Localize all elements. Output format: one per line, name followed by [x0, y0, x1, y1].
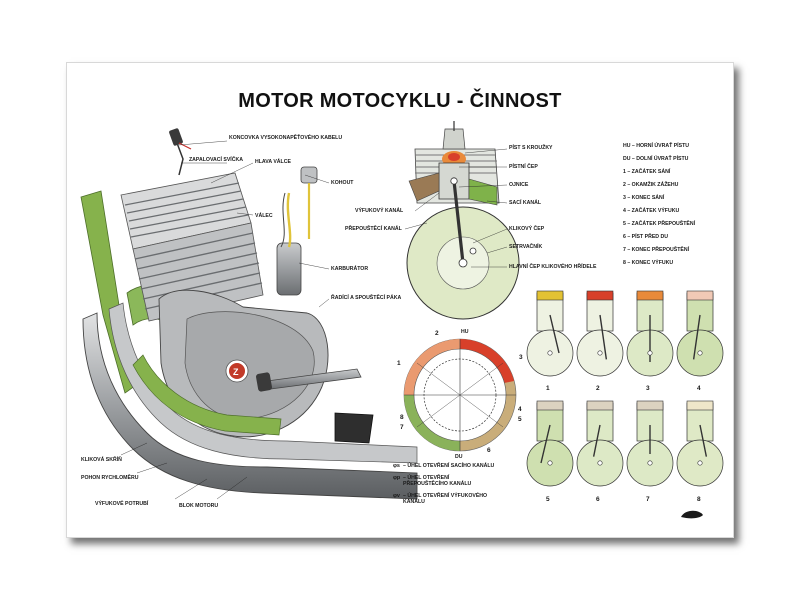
stage-label: 1 — [546, 385, 550, 392]
engine-illustration: Z — [80, 128, 418, 500]
legend-item: 8 – KONEC VÝFUKU — [623, 260, 674, 266]
stage-combustion-chamber — [586, 290, 614, 301]
engine-stage-diagram — [576, 400, 624, 487]
label-klikovy-cep: KLIKOVÝ ČEP — [509, 226, 545, 232]
stage-crank-pin — [647, 350, 653, 356]
legend-item: 2 – OKAMŽIK ZÁŽEHU — [623, 182, 679, 188]
publisher-logo — [681, 510, 703, 519]
stage-connecting-rod — [549, 314, 560, 354]
stage-combustion-chamber — [586, 400, 614, 411]
engine-stage-diagram — [526, 400, 574, 487]
legend-item: HU – HORNÍ ÚVRAŤ PÍSTU — [623, 143, 690, 149]
label-pohon: POHON RYCHLOMĚRU — [81, 475, 139, 481]
phi-p-icon: φp — [393, 475, 401, 481]
stage-combustion-chamber — [536, 290, 564, 301]
timing-num-4: 4 — [518, 406, 522, 413]
label-hlavni-cep: HLAVNÍ ČEP KLIKOVÉHO HŘÍDELE — [509, 264, 597, 270]
stage-grid — [526, 290, 724, 487]
label-paka: ŘADÍCÍ A SPOUŠTĚCÍ PÁKA — [331, 295, 402, 301]
label-klikova-skrin: KLIKOVÁ SKŘÍŇ — [81, 457, 122, 463]
stage-connecting-rod — [599, 314, 608, 360]
timing-hu-label: HU — [461, 329, 469, 335]
legend-item: 5 – ZAČÁTEK PŘEPOUŠTĚNÍ — [623, 221, 696, 227]
stage-combustion-chamber — [686, 400, 714, 411]
phi-v-icon: φv — [393, 493, 400, 499]
stage-label: 3 — [646, 385, 650, 392]
stage-connecting-rod — [540, 424, 551, 464]
timing-num-3: 3 — [519, 354, 523, 361]
stage-label: 4 — [697, 385, 701, 392]
timing-num-8: 8 — [400, 414, 404, 421]
phi-s-icon: φs — [393, 463, 400, 469]
engine-stage-diagram — [626, 290, 674, 377]
angle-legend-item: – ÚHEL OTEVŘENÍ VÝFUKOVÉHO KANÁLU — [403, 493, 488, 505]
stage-crank-pin — [597, 460, 603, 466]
label-koncovka: KONCOVKA VYSOKONAPĚŤOVÉHO KABELU — [229, 135, 343, 141]
stage-combustion-chamber — [636, 400, 664, 411]
label-setrvacnik: SETRVAČNÍK — [509, 244, 543, 250]
timing-du-label: DU — [455, 454, 463, 460]
stage-crank-pin — [547, 350, 553, 356]
stage-connecting-rod — [699, 424, 708, 457]
legend-item: 6 – PÍST PŘED DU — [623, 234, 668, 240]
label-blok: BLOK MOTORU — [179, 503, 219, 509]
label-prepousteci: PŘEPOUŠTĚCÍ KANÁL — [345, 226, 402, 232]
label-hlava: HLAVA VÁLCE — [255, 159, 291, 165]
label-pistni-cep: PÍSTNÍ ČEP — [509, 164, 538, 170]
stage-combustion-chamber — [536, 400, 564, 411]
angle-legend-item: – ÚHEL OTEVŘENÍ SACÍHO KANÁLU — [403, 463, 495, 469]
angle-legend-item: – ÚHEL OTEVŘENÍ PŘEPOUŠTĚCÍHO KANÁLU — [403, 475, 472, 487]
stage-crank-pin — [547, 460, 553, 466]
poster-title: MOTOR MOTOCYKLU - ČINNOST — [238, 90, 562, 112]
timing-diagram — [403, 338, 517, 452]
timing-num-1: 1 — [397, 360, 401, 367]
timing-num-6: 6 — [487, 447, 491, 454]
stage-label: 2 — [596, 385, 600, 392]
engine-stage-diagram — [676, 400, 724, 487]
engine-stage-diagram — [576, 290, 624, 377]
stage-label: 8 — [697, 496, 701, 503]
engine-stage-diagram — [626, 400, 674, 487]
engine-stage-diagram — [676, 290, 724, 377]
stage-label: 6 — [596, 496, 600, 503]
stage-crank-pin — [697, 460, 703, 466]
legend-item: 4 – ZAČÁTEK VÝFUKU — [623, 208, 680, 214]
legend-item: 1 – ZAČÁTEK SÁNÍ — [623, 169, 671, 175]
engine-cross-section — [404, 121, 520, 320]
legend-item: DU – DOLNÍ ÚVRAŤ PÍSTU — [623, 156, 689, 162]
label-valec: VÁLEC — [255, 213, 273, 219]
legend-item: 7 – KONEC PŘEPOUŠTĚNÍ — [623, 247, 690, 253]
stage-combustion-chamber — [686, 290, 714, 301]
label-ojnice: OJNICE — [509, 182, 529, 188]
timing-num-7: 7 — [400, 424, 404, 431]
stage-combustion-chamber — [636, 290, 664, 301]
illustration-canvas: Z — [80, 121, 724, 519]
timing-num-2: 2 — [435, 330, 439, 337]
stage-crank-pin — [697, 350, 703, 356]
label-karburator: KARBURÁTOR — [331, 266, 369, 272]
stage-crank-pin — [597, 350, 603, 356]
label-vyfukovy: VÝFUKOVÝ KANÁL — [355, 208, 404, 214]
engine-stage-diagram — [526, 290, 574, 377]
stage-crank-pin — [647, 460, 653, 466]
label-sani: SACÍ KANÁL — [509, 200, 541, 206]
label-potrubi: VÝFUKOVÉ POTRUBÍ — [95, 501, 149, 507]
svg-text:Z: Z — [233, 367, 239, 377]
label-svicka: ZAPALOVACÍ SVÍČKA — [189, 157, 243, 163]
poster: MOTOR MOTOCYKLU - ČINNOST — [66, 62, 734, 538]
label-pist: PÍST S KROUŽKY — [509, 145, 553, 151]
stage-connecting-rod — [692, 314, 701, 360]
legend-item: 3 – KONEC SÁNÍ — [623, 195, 665, 201]
stage-connecting-rod — [592, 424, 601, 457]
stage-label: 5 — [546, 496, 550, 503]
stage-label: 7 — [646, 496, 650, 503]
label-kohout: KOHOUT — [331, 180, 354, 186]
timing-num-5: 5 — [518, 416, 522, 423]
